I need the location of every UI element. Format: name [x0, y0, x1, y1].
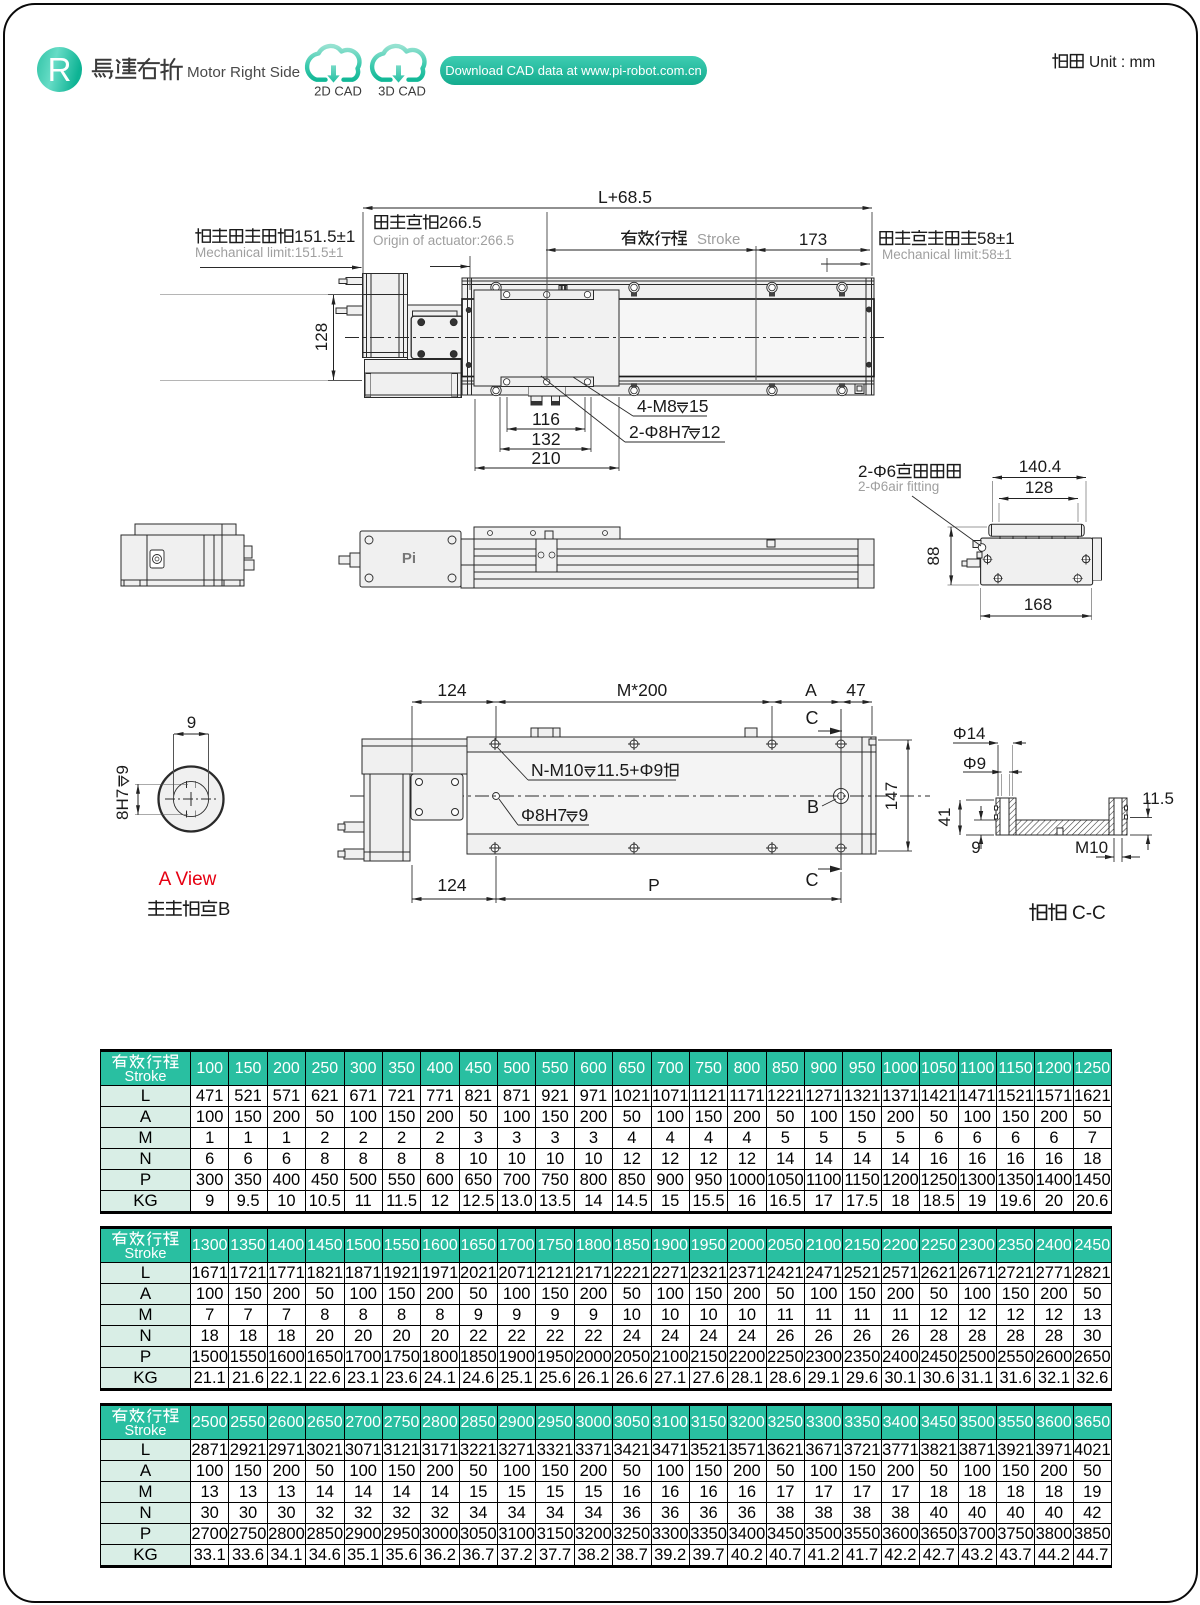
svg-text:58±1: 58±1 — [977, 229, 1015, 248]
svg-text:L+68.5: L+68.5 — [598, 187, 652, 207]
svg-text:266.5: 266.5 — [439, 213, 482, 232]
svg-text:A View: A View — [159, 869, 217, 890]
svg-text:124: 124 — [437, 875, 466, 895]
svg-text:Pi: Pi — [402, 550, 416, 567]
svg-text:3D CAD: 3D CAD — [378, 84, 426, 99]
svg-text:Φ14: Φ14 — [953, 724, 985, 743]
svg-text:R: R — [48, 51, 72, 88]
svg-text:9: 9 — [113, 765, 132, 774]
svg-text:2-Φ8H7: 2-Φ8H7 — [629, 422, 691, 442]
svg-text:132: 132 — [531, 429, 560, 449]
svg-text:2D CAD: 2D CAD — [314, 84, 362, 99]
svg-text:B: B — [218, 898, 230, 919]
svg-text:88: 88 — [924, 547, 943, 566]
svg-text:11.5: 11.5 — [1142, 789, 1174, 808]
svg-text:C: C — [806, 870, 819, 890]
svg-text:Origin of actuator:266.5: Origin of actuator:266.5 — [373, 233, 514, 248]
svg-text:Mechanical limit:58±1: Mechanical limit:58±1 — [882, 247, 1012, 262]
svg-text:173: 173 — [799, 230, 827, 249]
svg-text:47: 47 — [846, 680, 865, 700]
svg-text:2-Φ6air fitting: 2-Φ6air fitting — [858, 479, 939, 494]
svg-text:9: 9 — [579, 805, 589, 825]
svg-text:210: 210 — [531, 448, 560, 468]
svg-text:A: A — [805, 680, 817, 700]
svg-text:116: 116 — [532, 409, 560, 429]
svg-text:151.5±1: 151.5±1 — [294, 227, 355, 246]
svg-text:C: C — [806, 708, 819, 728]
svg-text:41: 41 — [935, 808, 954, 827]
svg-text:Φ9: Φ9 — [963, 754, 986, 773]
svg-text:15: 15 — [689, 396, 708, 416]
svg-text:128: 128 — [1025, 478, 1053, 497]
svg-text:Download CAD data at www.pi-ro: Download CAD data at www.pi-robot.com.cn — [445, 63, 702, 78]
svg-text:128: 128 — [312, 323, 331, 351]
svg-text:12: 12 — [701, 422, 720, 442]
svg-text:N-M10: N-M10 — [531, 760, 584, 780]
svg-text:M*200: M*200 — [617, 680, 668, 700]
svg-text:9: 9 — [971, 838, 980, 857]
svg-text:P: P — [648, 875, 660, 895]
svg-text:Φ8H7: Φ8H7 — [521, 805, 567, 825]
svg-text:Mechanical limit:151.5±1: Mechanical limit:151.5±1 — [195, 245, 343, 260]
svg-text:C-C: C-C — [1072, 903, 1106, 924]
svg-text:B: B — [807, 797, 819, 817]
svg-text:140.4: 140.4 — [1019, 457, 1062, 476]
svg-text:2-Φ6: 2-Φ6 — [858, 462, 896, 481]
svg-text:4-M8: 4-M8 — [637, 396, 677, 416]
svg-text:Motor Right Side: Motor Right Side — [187, 64, 300, 81]
svg-text:124: 124 — [437, 680, 466, 700]
svg-text:Stroke: Stroke — [697, 231, 740, 248]
svg-text:Unit : mm: Unit : mm — [1089, 54, 1155, 71]
svg-text:147: 147 — [882, 782, 901, 810]
svg-text:9: 9 — [187, 713, 196, 732]
svg-text:8H7: 8H7 — [113, 789, 132, 820]
svg-text:M10: M10 — [1075, 838, 1108, 857]
svg-text:11.5+Φ9: 11.5+Φ9 — [597, 760, 664, 780]
svg-text:168: 168 — [1024, 595, 1052, 614]
